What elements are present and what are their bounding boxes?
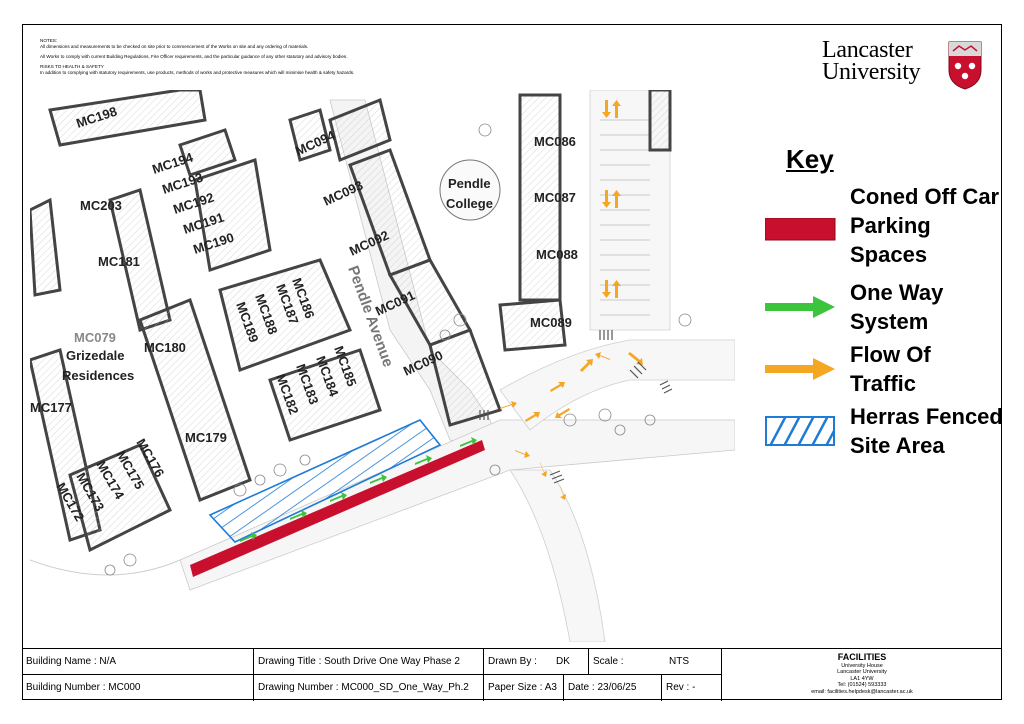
notes-block: NOTES: All dimensions and measurements t… [40, 38, 560, 76]
facilities-email[interactable]: email: facilities.helpdesk@lancaster.ac.… [811, 688, 913, 695]
risk-heading: RISKS TO HEALTH & SAFETY [40, 64, 104, 69]
one-way-arrow-icon [765, 296, 835, 318]
label-mc087: MC087 [534, 190, 576, 205]
facilities-line: LA1 4YW [850, 675, 874, 682]
scale-cell: Scale : NTS [589, 649, 722, 675]
label-pendle-college-1: Pendle [448, 176, 491, 191]
logo-word-lancaster: Lancaster [822, 37, 913, 63]
facilities-line: Lancaster University [837, 669, 887, 676]
notes-line: All Works to comply with current Buildin… [40, 54, 348, 59]
label-mc179: MC179 [185, 430, 227, 445]
drawing-title-cell: Drawing Title : South Drive One Way Phas… [254, 649, 484, 675]
herras-fenced-area [208, 419, 442, 543]
building-name-cell: Building Name : N/A [22, 649, 254, 675]
label-pendle-college-2: College [446, 196, 493, 211]
facilities-line: University House [841, 663, 883, 669]
site-map-svg: MC198 MC194 MC193 MC192 MC191 MC190 MC20… [30, 90, 735, 642]
notes-heading: NOTES: [40, 38, 58, 43]
date-cell: Date : 23/06/25 [564, 675, 662, 701]
university-logo: Lancaster University [822, 38, 992, 94]
label-mc177: MC177 [30, 400, 72, 415]
key-label-flow: Flow Of Traffic [850, 342, 931, 396]
label-grizedale-1: Grizedale [66, 348, 125, 363]
label-mc180: MC180 [144, 340, 186, 355]
facilities-contact: FACILITIES University House Lancaster Un… [722, 649, 1002, 701]
pendle-college-circle [439, 159, 501, 221]
facilities-title: FACILITIES [837, 652, 887, 662]
key-label-coned-off: Coned Off Car Parking Spaces [850, 184, 1000, 267]
label-mc088: MC088 [536, 247, 578, 262]
herras-hatch-icon [765, 416, 835, 446]
coned-off-swatch-icon [765, 218, 836, 241]
scale-value: NTS [669, 656, 689, 667]
paper-size-cell: Paper Size : A3 [484, 675, 564, 701]
label-mc089: MC089 [530, 315, 572, 330]
label-mc086: MC086 [534, 134, 576, 149]
drawing-number-cell: Drawing Number : MC000_SD_One_Way_Ph.2 [254, 675, 484, 701]
coned-off-parking-strip [190, 440, 485, 577]
label-grizedale-2: Residences [62, 368, 134, 383]
title-block: Building Name : N/A Drawing Title : Sout… [22, 648, 1002, 701]
key-label-one-way: One Way System [850, 280, 944, 334]
drawn-by-cell: Drawn By : DK [484, 649, 589, 675]
site-map: MC198 MC194 MC193 MC192 MC191 MC190 MC20… [30, 90, 735, 642]
one-way-arrows [240, 437, 477, 542]
drawn-by-label: Drawn By : [488, 656, 537, 667]
label-mc203: MC203 [80, 198, 122, 213]
label-mc079: MC079 [74, 330, 116, 345]
facilities-line: Tel: (01524) 593333 [837, 682, 887, 689]
building-number-cell: Building Number : MC000 [22, 675, 254, 701]
key-title: Key [786, 144, 834, 174]
map-key: Key Coned Off Car Parking Spaces One Way… [740, 140, 1003, 470]
risk-line: In addition to complying with statutory … [40, 70, 355, 75]
key-label-herras: Herras Fenced Site Area [850, 404, 1003, 458]
drawn-by-value: DK [556, 656, 570, 667]
flow-arrows [500, 100, 643, 500]
flow-arrow-icon [765, 358, 835, 380]
rev-cell: Rev : - [662, 675, 722, 701]
scale-label: Scale : [593, 656, 624, 667]
logo-word-university: University [822, 59, 921, 85]
lancaster-crest-icon [948, 41, 982, 90]
notes-line: All dimensions and measurements to be ch… [40, 44, 309, 49]
label-mc181: MC181 [98, 254, 140, 269]
drawing-frame [22, 24, 1002, 700]
